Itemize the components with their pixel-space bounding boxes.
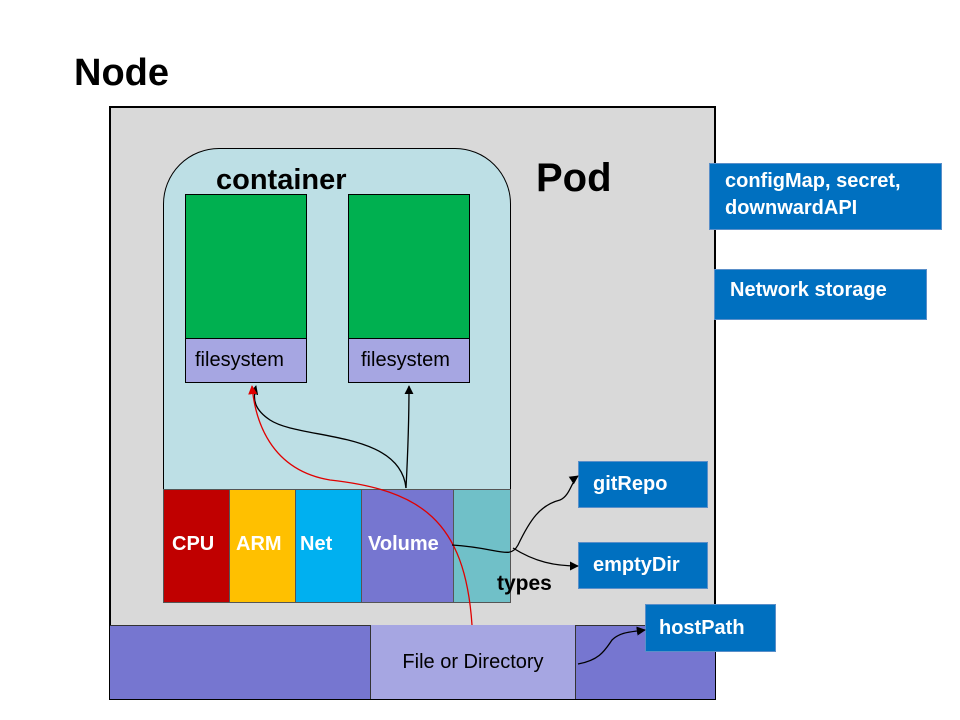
- config-secret-downward-box: configMap, secret, downwardAPI: [709, 163, 942, 230]
- hostpath-box: hostPath: [645, 604, 776, 652]
- network-storage-box: Network storage: [714, 269, 927, 320]
- resource-arm: ARM: [229, 489, 296, 603]
- types-label: types: [497, 572, 552, 595]
- resource-net: Net: [295, 489, 362, 603]
- container-app-2: [348, 194, 470, 340]
- pod-label: Pod: [536, 156, 612, 200]
- filesystem-2: filesystem: [348, 338, 470, 383]
- emptydir-box: emptyDir: [578, 542, 708, 589]
- gitrepo-box: gitRepo: [578, 461, 708, 508]
- node-title: Node: [74, 52, 169, 94]
- file-or-directory: File or Directory: [370, 625, 576, 699]
- resource-cpu: CPU: [163, 489, 230, 603]
- filesystem-1: filesystem: [185, 338, 307, 383]
- container-app-1: [185, 194, 307, 340]
- container-label: container: [216, 164, 347, 196]
- resource-volume: Volume: [361, 489, 454, 603]
